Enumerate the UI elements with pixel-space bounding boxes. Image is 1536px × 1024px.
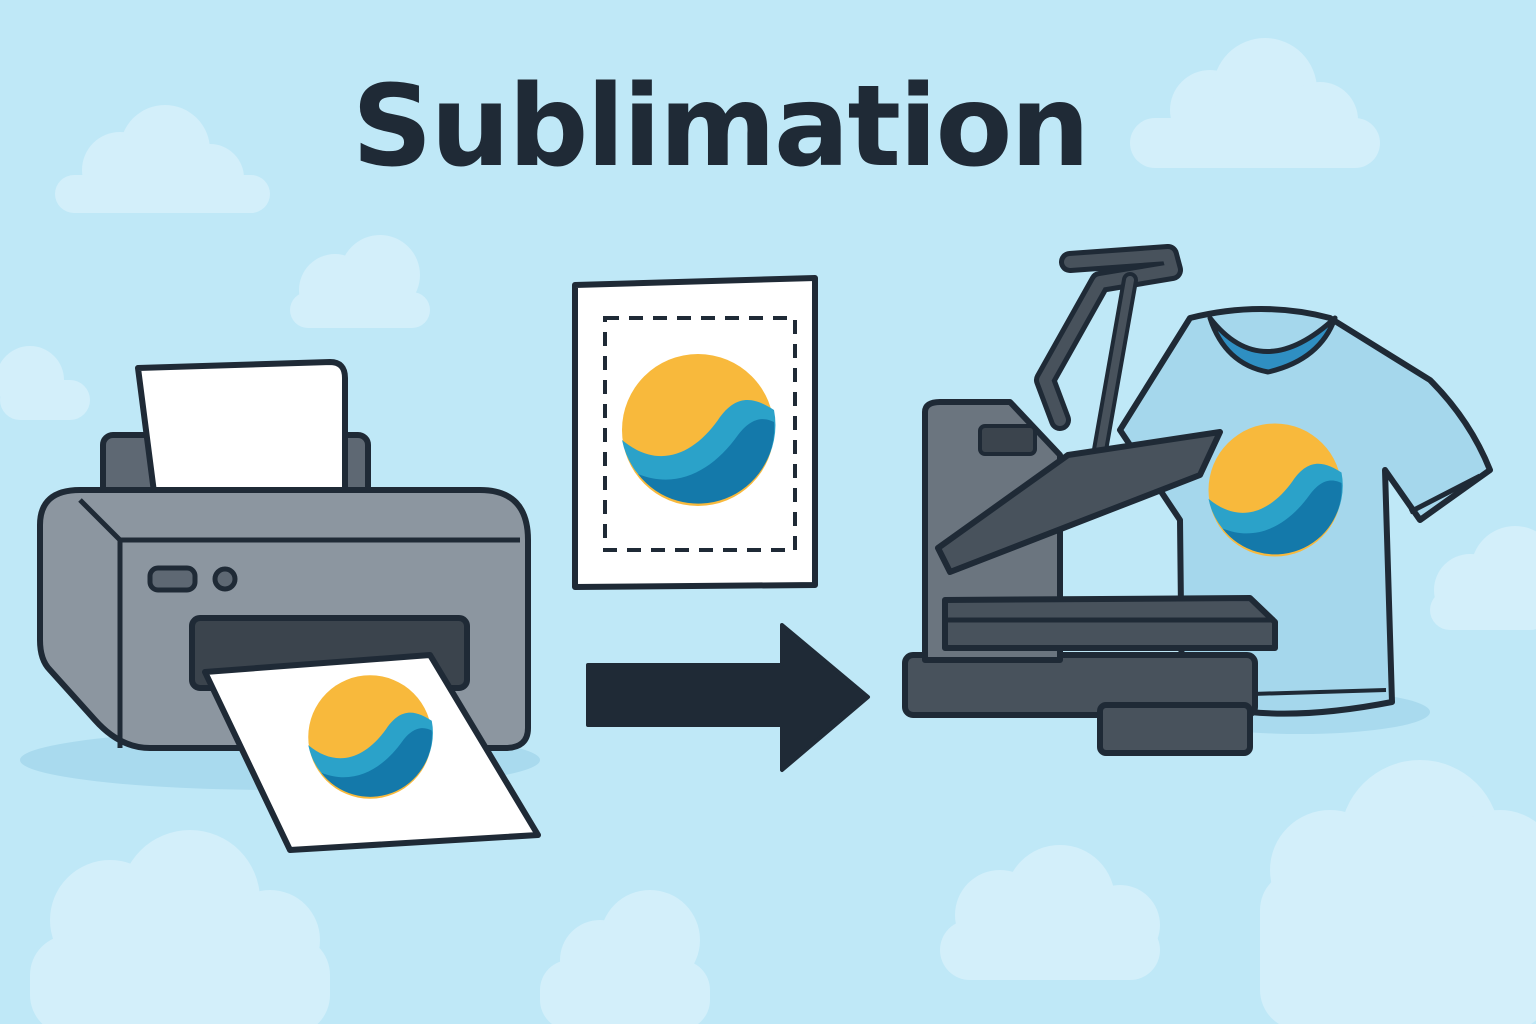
- heat-press-icon: [902, 244, 1278, 756]
- cloud: [30, 830, 330, 1024]
- cloud: [290, 235, 430, 328]
- cloud: [0, 346, 90, 420]
- clouds: [0, 38, 1536, 1024]
- printer-icon: [20, 359, 541, 853]
- cloud: [1430, 526, 1536, 630]
- arrow-right-icon: [586, 623, 870, 772]
- page-title: Sublimation: [351, 62, 1090, 192]
- cloud: [55, 105, 270, 213]
- transfer-paper-icon: [572, 275, 818, 590]
- cloud: [1260, 760, 1536, 1024]
- cloud: [940, 845, 1160, 980]
- cloud: [540, 890, 710, 1024]
- cloud: [1130, 38, 1380, 168]
